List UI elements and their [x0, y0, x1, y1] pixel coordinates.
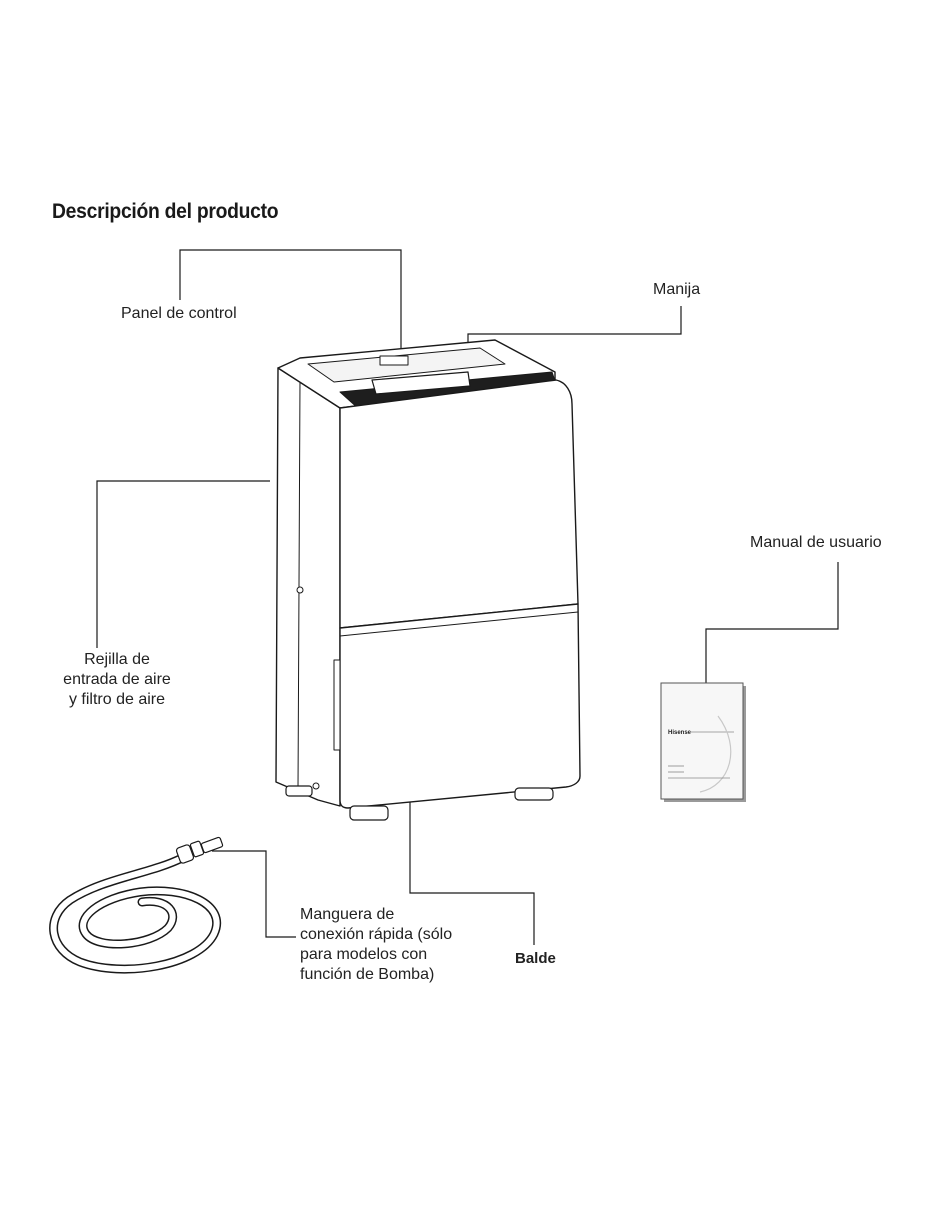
page-title: Descripción del producto	[52, 200, 279, 223]
label-rejilla: Rejilla de entrada de aire y filtro de a…	[52, 650, 182, 710]
side-panel	[275, 367, 341, 807]
leader-line-panel	[179, 249, 402, 372]
label-panel-control: Panel de control	[121, 305, 237, 322]
bucket	[339, 603, 581, 809]
label-balde: Balde	[515, 950, 556, 967]
foot-front-right	[514, 787, 554, 801]
label-rejilla-line-2: entrada de aire	[63, 671, 171, 688]
user-manual: Hisense	[660, 682, 746, 802]
hose-connector	[175, 836, 224, 864]
label-manguera-line-1: Manguera de	[300, 906, 395, 923]
label-rejilla-line-1: Rejilla de	[84, 651, 150, 668]
label-manguera: Manguera de conexión rápida (sólo para m…	[300, 905, 452, 985]
label-manguera-line-4: función de Bomba)	[300, 966, 435, 983]
leader-line-balde	[409, 785, 535, 945]
side-screw-top	[296, 586, 304, 594]
manual-swoosh	[699, 715, 732, 793]
label-manija: Manija	[653, 281, 701, 298]
label-manguera-line-2: conexión rápida (sólo	[300, 926, 453, 943]
foot-front-left	[349, 805, 389, 821]
handle	[371, 371, 471, 395]
label-manual-usuario: Manual de usuario	[750, 534, 882, 551]
foot-back-left	[285, 785, 313, 797]
side-screw-bottom	[312, 782, 320, 790]
hose	[49, 836, 224, 974]
leader-lines	[96, 249, 839, 945]
bucket-seam	[339, 611, 579, 637]
side-latch	[333, 659, 341, 751]
leader-line-rejilla	[96, 480, 270, 648]
leader-line-manguera	[212, 850, 296, 938]
manual-cover	[660, 682, 744, 800]
control-display	[379, 355, 409, 366]
front-upper	[339, 379, 579, 629]
leader-line-manual	[705, 562, 839, 700]
manual-brand: Hisense	[668, 730, 692, 736]
dehumidifier	[275, 339, 581, 821]
label-manguera-line-3: para modelos con	[300, 946, 428, 963]
hose-coil-inner	[50, 855, 220, 973]
label-rejilla-line-3: y filtro de aire	[68, 691, 166, 708]
